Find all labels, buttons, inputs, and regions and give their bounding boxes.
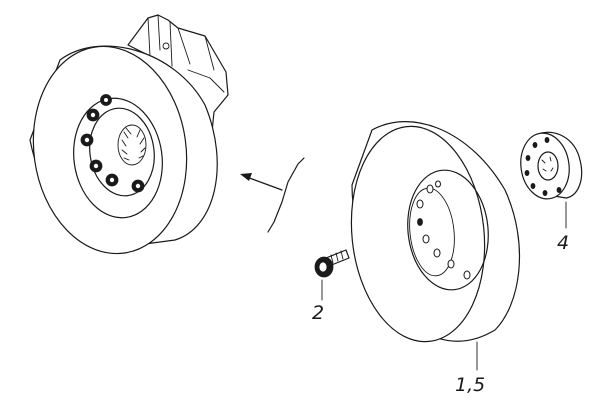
assembled-bolts [80, 94, 145, 193]
assembly-arrow [240, 157, 305, 233]
assembled-damper [29, 45, 218, 255]
bolt-head [131, 179, 145, 193]
bolt-head [100, 94, 112, 106]
hub-adapter-holes [524, 136, 562, 196]
damper-bolt-holes [416, 180, 471, 280]
hub-adapter: 4 [520, 131, 583, 254]
bolt-head [86, 108, 100, 122]
hub-spline [121, 127, 146, 161]
callout-bolt: 2 [312, 302, 324, 324]
bolt-head [89, 159, 103, 173]
callout-hub-adapter: 4 [557, 232, 569, 254]
bolt: 2 [312, 249, 350, 324]
bolt-head [80, 133, 94, 147]
damper: 1,5 [350, 121, 521, 396]
callout-damper: 1,5 [455, 374, 485, 396]
bolt-head [105, 173, 119, 187]
